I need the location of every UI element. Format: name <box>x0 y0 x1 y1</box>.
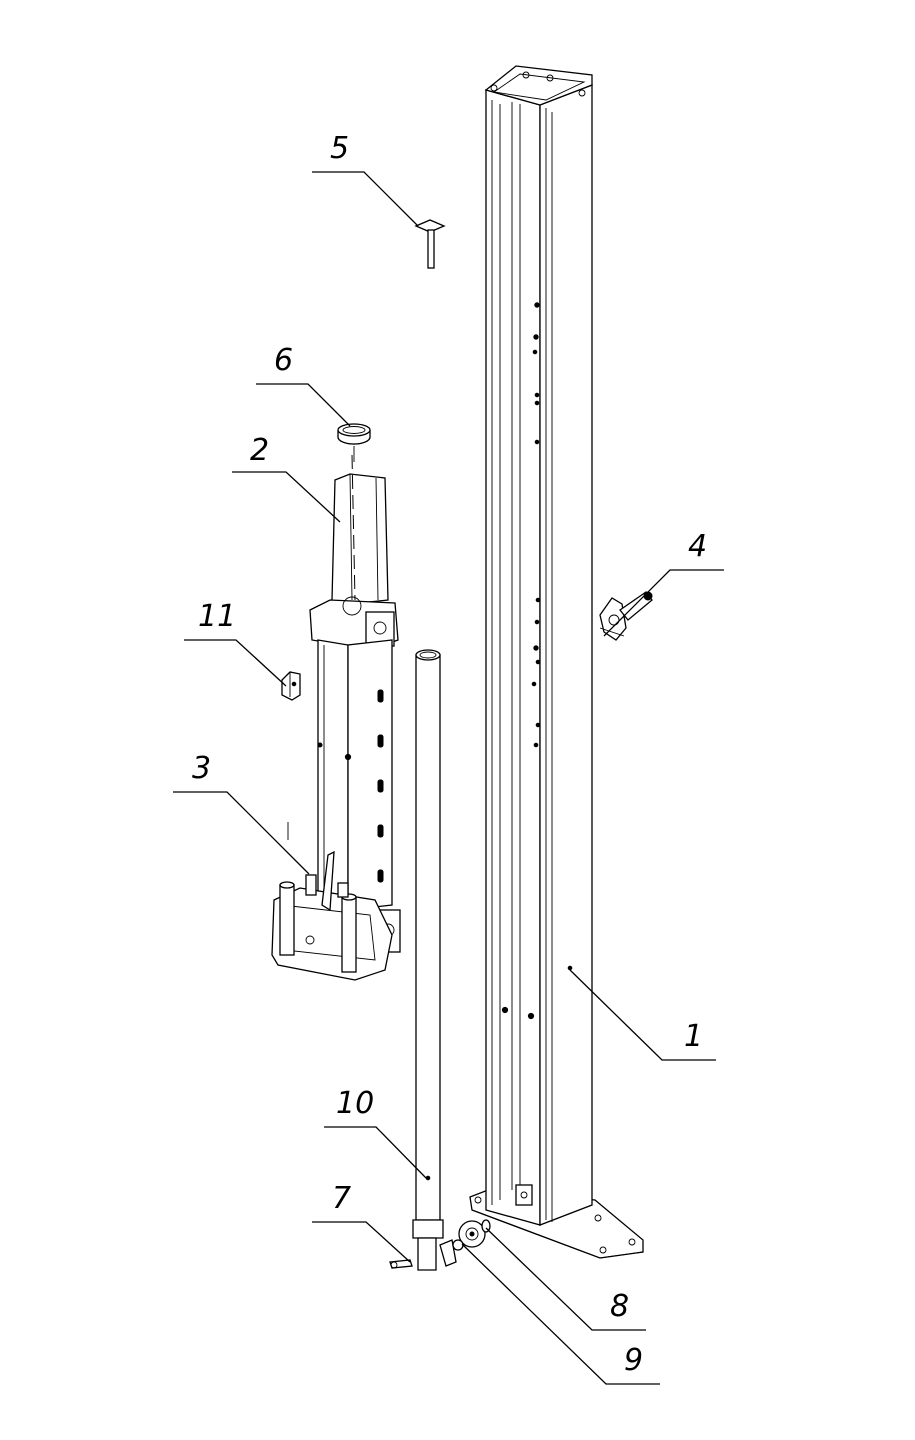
callout-label-6: 6 <box>274 343 293 378</box>
leader-lines <box>173 171 724 1385</box>
callout-label-11: 11 <box>198 599 236 634</box>
part-5-t-pin <box>414 219 446 269</box>
callout-label-3: 3 <box>192 751 211 786</box>
part-2-carriage <box>271 454 401 981</box>
part-8-washer <box>481 1219 491 1233</box>
callout-label-2: 2 <box>250 433 269 468</box>
part-11-block <box>281 671 301 701</box>
callout-label-4: 4 <box>688 529 707 564</box>
part-1-main-column <box>469 65 644 1259</box>
callout-label-8: 8 <box>610 1289 629 1324</box>
part-6-bushing <box>337 423 371 462</box>
callout-label-5: 5 <box>330 131 349 166</box>
callout-label-1: 1 <box>684 1019 703 1054</box>
callout-label-10: 10 <box>336 1086 374 1121</box>
callout-labels: 1 2 3 4 5 6 7 8 9 10 11 <box>192 131 707 1378</box>
part-4-clamp-lever <box>599 591 653 641</box>
part-9-roller <box>439 1220 486 1267</box>
part-7-small-pin <box>389 1259 413 1269</box>
callout-label-9: 9 <box>624 1343 643 1378</box>
callout-label-7: 7 <box>332 1181 351 1216</box>
part-10-tube <box>412 649 444 1271</box>
